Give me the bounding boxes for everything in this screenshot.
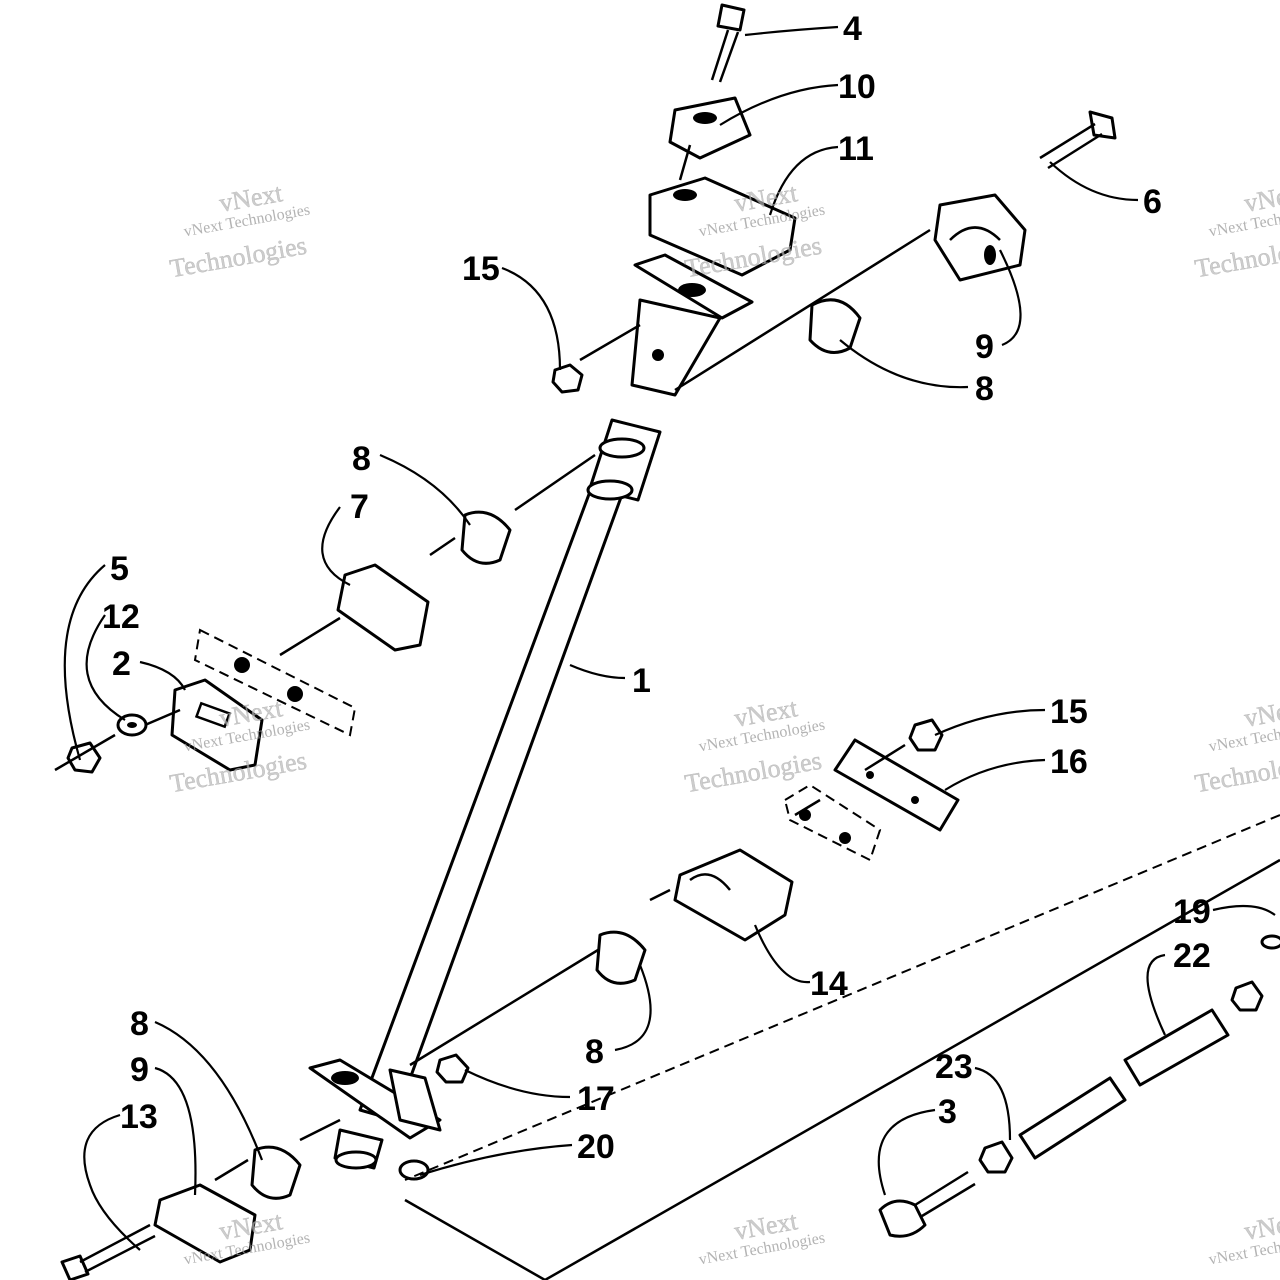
callout-10: 10 bbox=[838, 68, 876, 106]
bolt-lower-left bbox=[60, 1223, 156, 1280]
leader-lines bbox=[63, 25, 1276, 1251]
callout-6: 6 bbox=[1143, 183, 1162, 221]
assembly-lines bbox=[54, 144, 1280, 1280]
callout-4: 4 bbox=[843, 10, 862, 48]
tie-rod-end bbox=[878, 1170, 976, 1238]
svg-text:vNext: vNext bbox=[1242, 1206, 1280, 1246]
nut-tie-rod-right bbox=[1230, 980, 1264, 1012]
svg-text:vNext: vNext bbox=[1242, 178, 1280, 218]
callout-16: 16 bbox=[1050, 743, 1088, 781]
bushing-lower-right bbox=[595, 930, 647, 985]
mounting-plate-left bbox=[170, 628, 357, 772]
bearing-bracket-lower-right bbox=[673, 848, 794, 942]
tie-rod-short bbox=[1018, 1076, 1127, 1160]
tie-rod-sleeve bbox=[1123, 1008, 1230, 1087]
jam-nut-tie-rod bbox=[978, 1140, 1014, 1174]
bushing-upper-right bbox=[808, 298, 862, 354]
callout-8d: 8 bbox=[130, 1005, 149, 1043]
svg-text:Technologies: Technologies bbox=[1193, 746, 1280, 799]
bearing-bracket-left bbox=[336, 563, 430, 652]
steering-post bbox=[308, 253, 754, 1170]
svg-text:vNext: vNext bbox=[1242, 693, 1280, 733]
callout-22: 22 bbox=[1173, 937, 1211, 975]
upper-clamp-base bbox=[648, 176, 797, 277]
support-plate-lower-right bbox=[783, 738, 960, 862]
callout-5: 5 bbox=[110, 550, 129, 588]
callout-19: 19 bbox=[1173, 893, 1211, 931]
nut-lower-center bbox=[435, 1053, 470, 1084]
callout-2: 2 bbox=[112, 645, 131, 683]
callout-15b: 15 bbox=[1050, 693, 1088, 731]
callout-8a: 8 bbox=[352, 440, 371, 478]
upper-clamp-cap bbox=[668, 96, 752, 160]
nut-upper bbox=[551, 363, 584, 394]
callout-8b: 8 bbox=[975, 370, 994, 408]
washer-lower-center bbox=[398, 1159, 430, 1181]
bearing-bracket-lower-left bbox=[153, 1183, 257, 1264]
callout-12: 12 bbox=[102, 598, 140, 636]
callout-7: 7 bbox=[350, 488, 369, 526]
callout-20: 20 bbox=[577, 1128, 615, 1166]
cotter-pin bbox=[1260, 934, 1280, 950]
bearing-bracket-upper-right bbox=[933, 193, 1027, 282]
callout-9b: 9 bbox=[130, 1051, 149, 1089]
bolt-upper bbox=[710, 3, 746, 83]
svg-text:Technologies: Technologies bbox=[1193, 231, 1280, 284]
callout-11: 11 bbox=[838, 130, 874, 168]
bushing-left bbox=[460, 510, 512, 565]
bolt-right bbox=[1039, 110, 1117, 170]
callout-8c: 8 bbox=[585, 1033, 604, 1071]
callout-9a: 9 bbox=[975, 328, 994, 366]
callout-1: 1 bbox=[632, 662, 651, 700]
callout-labels: 1 2 3 4 5 6 7 8 8 8 8 9 9 10 11 12 13 14… bbox=[102, 10, 1211, 1166]
callout-23: 23 bbox=[935, 1048, 973, 1086]
svg-text:vNext: vNext bbox=[217, 1206, 285, 1246]
nut-lower-right bbox=[908, 718, 944, 752]
callout-14: 14 bbox=[810, 965, 848, 1003]
bushing-lower-left bbox=[250, 1145, 302, 1200]
callout-3: 3 bbox=[938, 1093, 957, 1131]
callout-17: 17 bbox=[577, 1080, 615, 1118]
nut-left bbox=[66, 741, 102, 774]
callout-13: 13 bbox=[120, 1098, 158, 1136]
callout-15a: 15 bbox=[462, 250, 500, 288]
